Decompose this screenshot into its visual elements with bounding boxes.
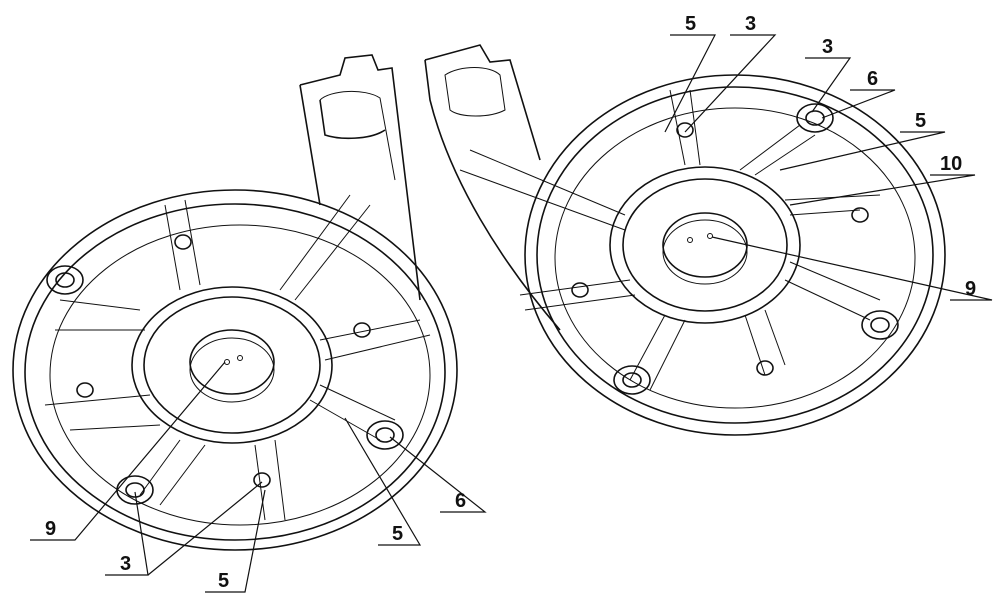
label-right-3: 3: [822, 36, 833, 58]
label-left-5-right: 5: [392, 523, 403, 545]
right-housing: [424, 44, 946, 436]
leader-lines: [30, 34, 993, 593]
label-left-3: 3: [120, 553, 131, 575]
label-right-3-top: 3: [745, 13, 756, 35]
label-right-5: 5: [915, 110, 926, 132]
label-left-6: 6: [455, 490, 466, 512]
label-right-10: 10: [940, 153, 962, 175]
label-left-5-bottom: 5: [218, 570, 229, 592]
label-right-9: 9: [965, 278, 976, 300]
label-right-5-top: 5: [685, 13, 696, 35]
label-right-6: 6: [867, 68, 878, 90]
label-left-9: 9: [45, 518, 56, 540]
left-housing: [12, 54, 458, 551]
